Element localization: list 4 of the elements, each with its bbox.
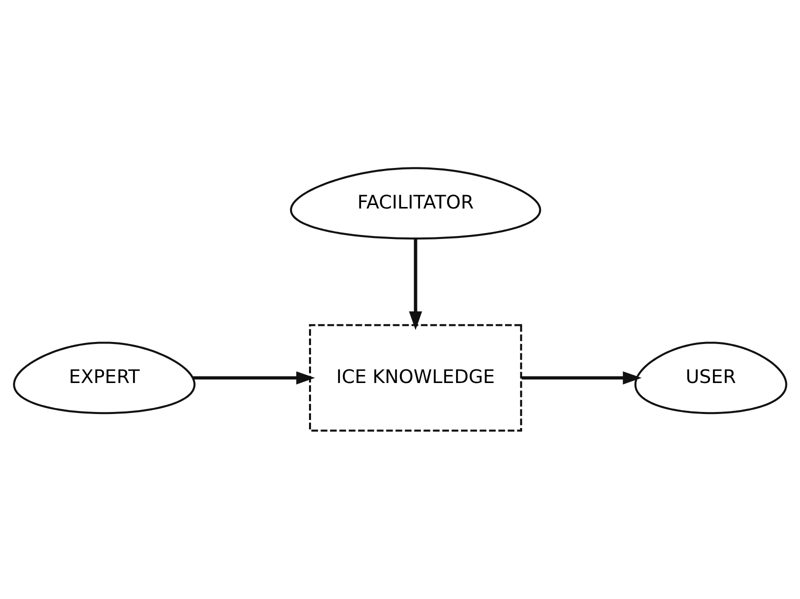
arrow xyxy=(522,371,642,384)
node-box: ICE KNOWLEDGE xyxy=(309,324,522,432)
arrow xyxy=(193,371,315,384)
arrow xyxy=(409,238,422,330)
